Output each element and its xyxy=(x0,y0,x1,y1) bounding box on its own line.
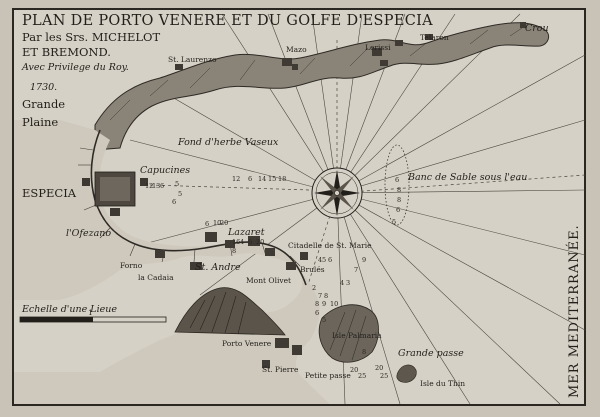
sounding-value: 20 xyxy=(220,219,228,227)
sounding-value: 7 xyxy=(318,292,322,300)
isle-du-thin xyxy=(396,364,417,383)
sounding-value: 18 xyxy=(278,175,286,183)
sounding-value: 6 xyxy=(315,309,319,317)
label-lazaret: Lazaret xyxy=(227,227,265,238)
sounding-value: 8 xyxy=(232,247,236,255)
sounding-value: 16 xyxy=(232,238,240,246)
north-hatching xyxy=(109,23,529,121)
label-isle-thin: Isle du Thin xyxy=(420,379,465,388)
label-citadelle: Citadelle de St. Marie xyxy=(288,241,372,250)
label-especia: ESPECIA xyxy=(22,186,77,200)
sandbank-outline xyxy=(384,144,410,226)
sounding-value: 6 xyxy=(160,182,164,190)
palmaria-hatching xyxy=(329,309,367,361)
sounding-value: 4 xyxy=(318,256,322,264)
sounding-value: 5 xyxy=(392,218,396,226)
label-mont-olivet: Mont Olivet xyxy=(246,276,291,285)
scale-bar xyxy=(19,316,167,323)
sounding-value: 6 xyxy=(248,238,252,246)
porto-venere-hill xyxy=(174,287,286,336)
sounding-value: 8 xyxy=(315,300,319,308)
sounding-value: 6 xyxy=(395,176,399,184)
sounding-value: 20 xyxy=(256,238,264,246)
label-brules: Brulés xyxy=(300,265,325,274)
sounding-value: 14 xyxy=(258,175,266,183)
sounding-value: 12 xyxy=(145,182,153,190)
south-villages xyxy=(155,232,308,270)
sounding-value: 25 xyxy=(358,372,366,380)
porto-venere-town xyxy=(262,338,302,368)
sounding-value: 20 xyxy=(350,366,358,374)
north-coast xyxy=(94,22,550,151)
label-fond-herbe: Fond d'herbe Vaseux xyxy=(177,137,279,148)
sounding-value: 10 xyxy=(213,219,221,227)
label-banc-sable: Banc de Sable sous l'eau xyxy=(407,172,527,183)
sounding-value: 10 xyxy=(330,300,338,308)
label-forno: Forno xyxy=(120,261,143,270)
publication-year: 1730. xyxy=(30,82,57,93)
label-grande: Grande xyxy=(22,97,65,111)
label-isle-palmaria: Isle Palmaria xyxy=(332,331,382,340)
label-st-laurenzo: St. Laurenzo xyxy=(168,55,217,64)
authors-line-1: Par les Srs. MICHELOT xyxy=(22,30,160,44)
label-ofezano: l'Ofezano xyxy=(66,228,111,239)
sounding-value: 7 xyxy=(354,266,358,274)
sounding-value: 15 xyxy=(268,175,276,183)
inner-shore xyxy=(90,129,307,286)
label-grande-passe: Grande passe xyxy=(398,348,464,359)
sounding-value: 8 xyxy=(362,348,366,356)
sounding-value: 6 xyxy=(328,256,332,264)
isle-palmaria xyxy=(318,304,379,363)
sounding-value: 12 xyxy=(232,175,240,183)
sounding-value: 9 xyxy=(322,300,326,308)
privilege-note: Avec Privilege du Roy. xyxy=(21,62,129,73)
sounding-value: 9 xyxy=(362,256,366,264)
north-villages xyxy=(175,22,526,70)
sounding-value: 5 xyxy=(322,316,326,324)
label-mazo: Mazo xyxy=(286,45,307,54)
sounding-value: 4 xyxy=(340,279,344,287)
sounding-value: 13 xyxy=(152,182,160,190)
sounding-value: 5 xyxy=(175,180,179,188)
scale-tick-label: 1 xyxy=(88,308,93,317)
sounding-value: 2 xyxy=(312,284,316,292)
label-crou: Crou xyxy=(525,23,549,34)
sounding-value: 6 xyxy=(396,206,400,214)
authors-line-2: ET BREMOND. xyxy=(22,45,111,59)
label-plaine: Plaine xyxy=(22,115,58,129)
label-telaron: Telaron xyxy=(420,33,449,42)
sounding-value: 25 xyxy=(380,372,388,380)
compass-rose xyxy=(311,167,363,219)
sounding-value: 4 xyxy=(240,238,244,246)
sounding-value: 8 xyxy=(397,186,401,194)
sounding-value: 6 xyxy=(205,220,209,228)
map-title: PLAN DE PORTO VENERE ET DU GOLFE D'ESPEC… xyxy=(22,13,433,29)
label-petite-passe: Petite passe xyxy=(305,371,351,380)
sounding-value: 8 xyxy=(397,196,401,204)
label-porto-venere: Porto Venere xyxy=(222,339,272,348)
sounding-value: 20 xyxy=(375,364,383,372)
label-mer-mediterranee: MER MEDITERRANÉE. xyxy=(566,224,582,398)
sounding-value: 8 xyxy=(324,292,328,300)
scale-label: Echelle d'une Lieue xyxy=(21,304,117,315)
sounding-value: 6 xyxy=(172,198,176,206)
hill-hatching xyxy=(189,291,247,335)
sounding-value: 5 xyxy=(322,256,326,264)
especia-town xyxy=(82,171,148,216)
label-la-cadaia: la Cadaia xyxy=(138,273,174,282)
west-coast xyxy=(14,10,330,404)
sounding-value: 3 xyxy=(346,279,350,287)
sounding-value: 6 xyxy=(248,175,252,183)
label-capucines: Capucines xyxy=(140,165,190,176)
sounding-value: 5 xyxy=(178,190,182,198)
label-st-pierre: St. Pierre xyxy=(262,365,299,374)
label-lerissi: Lerissi xyxy=(365,43,391,52)
label-st-andre: St. Andre xyxy=(195,262,241,273)
